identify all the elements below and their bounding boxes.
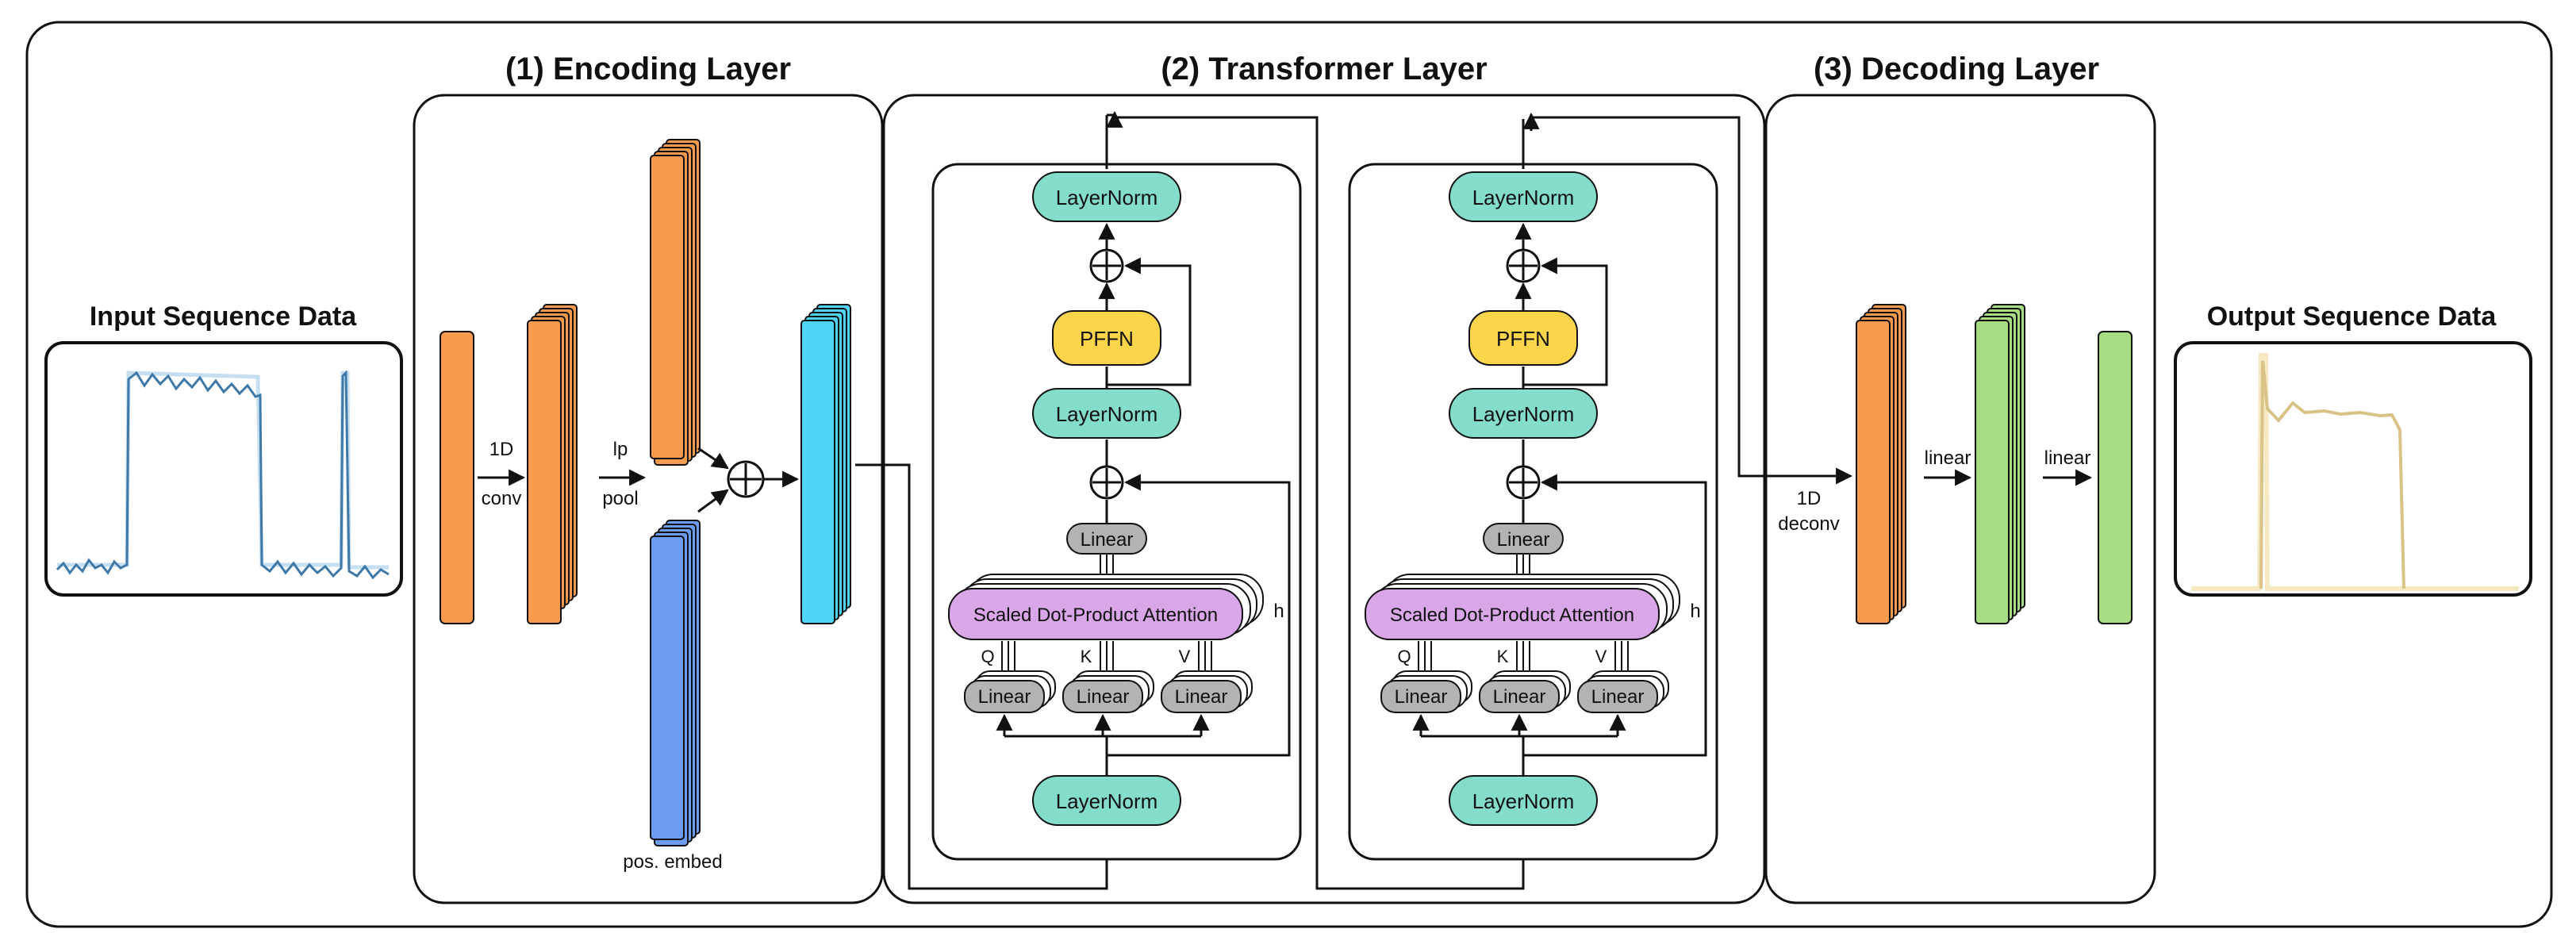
pool-label-1: lp xyxy=(613,439,628,460)
linear-q-1 xyxy=(964,680,1045,713)
svg-text:PFFN: PFFN xyxy=(1496,327,1550,351)
linear-v-2 xyxy=(1577,680,1658,713)
svg-text:Scaled Dot-Product Attention: Scaled Dot-Product Attention xyxy=(973,605,1218,626)
linear-v-1 xyxy=(1161,680,1242,713)
svg-text:Linear: Linear xyxy=(1175,686,1228,708)
add-icon-attn-2 xyxy=(1506,465,1541,500)
svg-text:PFFN: PFFN xyxy=(1080,327,1134,351)
heads-label-2: h xyxy=(1690,601,1700,622)
output-feature-bar xyxy=(2098,331,2133,624)
add-icon-pffn-2 xyxy=(1506,248,1541,283)
linear-k-2 xyxy=(1479,680,1560,713)
svg-text:Linear: Linear xyxy=(1081,529,1134,551)
pool-label-2: pool xyxy=(602,488,638,509)
output-plot-frame xyxy=(2174,341,2532,597)
transformer-title: (2) Transformer Layer xyxy=(1161,52,1487,86)
svg-text:Linear: Linear xyxy=(1493,686,1546,708)
svg-text:LayerNorm: LayerNorm xyxy=(1472,789,1575,813)
svg-text:LayerNorm: LayerNorm xyxy=(1056,186,1158,209)
decoding-linear-label-2: linear xyxy=(2044,447,2091,469)
output-signal xyxy=(2191,353,2519,591)
linear-q-2 xyxy=(1380,680,1461,713)
k-label-1: K xyxy=(1081,647,1092,666)
conv-label-2: conv xyxy=(482,488,522,509)
q-label-2: Q xyxy=(1397,647,1411,666)
input-feature-bar xyxy=(440,331,474,624)
decoding-title: (3) Decoding Layer xyxy=(1814,52,2099,86)
q-label-1: Q xyxy=(981,647,994,666)
layernorm-top-1 xyxy=(1032,171,1181,222)
layernorm-top-2 xyxy=(1449,171,1598,222)
svg-text:Linear: Linear xyxy=(1497,529,1550,551)
v-label-1: V xyxy=(1179,647,1191,666)
svg-text:LayerNorm: LayerNorm xyxy=(1056,402,1158,426)
conv-label-1: 1D xyxy=(489,439,514,460)
attention-box-1 xyxy=(948,588,1243,640)
encoded-feature-stack xyxy=(800,304,851,624)
heads-label-1: h xyxy=(1273,601,1284,622)
decoding-panel xyxy=(1764,94,2156,904)
attention-box-2 xyxy=(1365,588,1660,640)
input-title: Input Sequence Data xyxy=(90,301,357,332)
pos-embed-label: pos. embed xyxy=(623,851,722,873)
svg-text:LayerNorm: LayerNorm xyxy=(1056,789,1158,813)
output-title: Output Sequence Data xyxy=(2207,301,2497,332)
linear-k-1 xyxy=(1062,680,1143,713)
deconv-feature-stack xyxy=(1856,304,1906,624)
svg-text:Linear: Linear xyxy=(1395,686,1448,708)
k-label-2: K xyxy=(1497,647,1509,666)
transformer-block-2: LayerNorm PFFN LayerNorm Linear Sca xyxy=(1348,163,1718,861)
svg-text:LayerNorm: LayerNorm xyxy=(1472,186,1575,209)
svg-text:Scaled Dot-Product Attention: Scaled Dot-Product Attention xyxy=(1390,605,1634,626)
add-icon-attn-1 xyxy=(1089,465,1124,500)
v-label-2: V xyxy=(1595,647,1607,666)
encoding-title: (1) Encoding Layer xyxy=(505,52,791,86)
svg-text:Linear: Linear xyxy=(1591,686,1645,708)
svg-text:LayerNorm: LayerNorm xyxy=(1472,402,1575,426)
deconv-label-1: 1D xyxy=(1797,488,1822,509)
add-icon-pffn-1 xyxy=(1089,248,1124,283)
deconv-label-2: deconv xyxy=(1778,513,1839,535)
encoding-add-icon xyxy=(727,460,765,498)
conv-feature-stack xyxy=(527,304,578,624)
pooled-feature-stack xyxy=(650,139,701,466)
positional-embedding-stack xyxy=(650,520,701,846)
transformer-block-1: LayerNorm PFFN LayerNorm Linear xyxy=(931,163,1302,861)
encoding-panel xyxy=(413,94,884,904)
svg-text:Linear: Linear xyxy=(978,686,1031,708)
input-signal xyxy=(56,370,390,580)
svg-text:Linear: Linear xyxy=(1077,686,1130,708)
input-plot-frame xyxy=(44,341,403,597)
decoded-feature-stack xyxy=(1975,304,2025,624)
decoding-linear-label-1: linear xyxy=(1925,447,1971,469)
